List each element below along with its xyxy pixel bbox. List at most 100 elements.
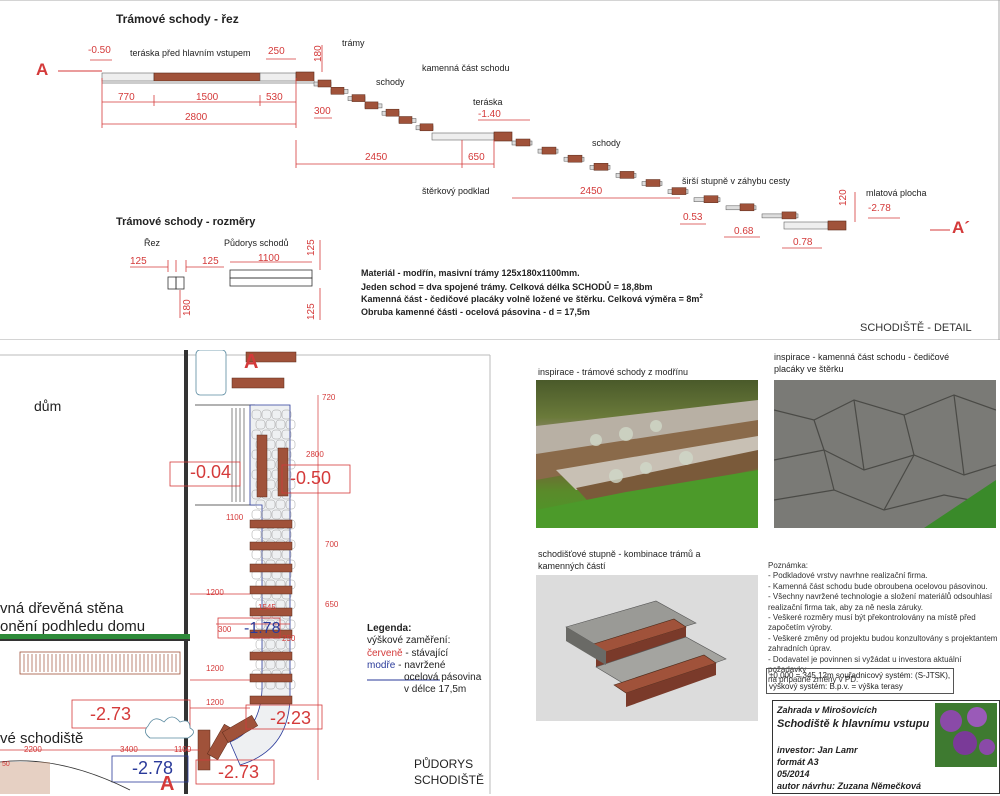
beam-step (567, 154, 583, 163)
note-3b: realizační firma tak, aby za ně nesla zá… (768, 602, 924, 612)
detail-label: SCHODIŠTĚ - DETAIL (860, 322, 972, 334)
plan-wall-label-2: onění podhledu domu (0, 618, 146, 635)
stone-paving-cell (265, 499, 276, 510)
note-stone-part: kamenná část schodu (422, 63, 510, 73)
beam-step (364, 101, 379, 110)
stone-paving-cell (265, 619, 276, 630)
stone-paving-cell (285, 619, 296, 630)
plan-level-2-73-a: -2.73 (90, 704, 132, 724)
stone-paving-cell (255, 419, 266, 430)
plan-dim-1200-b: 1200 (206, 664, 224, 673)
legend-red: červeně - stávající (367, 648, 448, 659)
stone-paving-cell (255, 619, 266, 630)
photo-2-caption-1: inspirace - kamenná část schodu - čedičo… (774, 352, 950, 362)
plan-level-0-50: -0.50 (290, 468, 332, 488)
dim-1100: 1100 (258, 253, 280, 264)
bottom-area (783, 220, 847, 231)
render-step-combination (536, 575, 758, 721)
plank-step (249, 607, 293, 617)
level-top: -0.50 (88, 45, 111, 56)
label-pudorys: Půdorys schodů (224, 238, 289, 248)
stone-paving-cell (251, 529, 262, 540)
plan-stair-label: vé schodiště (0, 730, 84, 747)
note-wide-steps: širší stupně v záhybu cesty (682, 176, 791, 186)
coord-line-2: výškový systém: B.p.v. = výška terasy (769, 682, 903, 691)
material-line-1: Materiál - modřín, masivní trámy 125x180… (361, 268, 580, 278)
stone-paving-cell (271, 509, 282, 520)
label-rez: Řez (144, 238, 161, 248)
beam-step (398, 116, 413, 124)
legend-blue-word: modře (367, 660, 396, 671)
plan-wall-label-1: vná dřevěná stěna (0, 600, 124, 617)
basalt-illustration (774, 380, 996, 528)
photo-3-caption-1: schodišťové stupně - kombinace trámů a (538, 549, 701, 559)
dim-125-d: 125 (306, 303, 317, 320)
dim-180-b: 180 (182, 299, 193, 316)
beam-step (541, 146, 557, 155)
note-6a: - Dodavatel je povinnen si vyžádat u inv… (768, 654, 962, 675)
plan-dim-1200-c: 1200 (206, 698, 224, 707)
beam-step (739, 203, 755, 212)
dim-0-53: 0.53 (683, 212, 703, 223)
lower-stairs (511, 138, 799, 220)
title-author: autor návrhu: Zuzana Němečková (777, 781, 922, 791)
plan-drawing (0, 350, 491, 794)
stone-paving-cell (265, 419, 276, 430)
note-5a: - Veškeré změny od projektu budou konzul… (768, 633, 998, 643)
stone-paving-cell (251, 429, 262, 440)
plan-dim-1200-a: 1200 (206, 588, 224, 597)
dim-650: 650 (468, 152, 485, 163)
plan-level-2-78: -2.78 (132, 758, 174, 778)
dim-0-78: 0.78 (793, 237, 813, 248)
plan-dim-300: 300 (218, 625, 232, 634)
stone-paving-cell (261, 529, 272, 540)
plank-step (221, 714, 259, 744)
dim-2450-a: 2450 (365, 152, 388, 163)
note-terrace-top: teráska před hlavním vstupem (130, 48, 251, 58)
plan-dim-250: 250 (282, 634, 296, 643)
note-terrace-mid: teráska (473, 97, 503, 107)
note-gravel: štěrkový podklad (422, 186, 490, 196)
plan-dim-3400: 3400 (120, 745, 138, 754)
beam-step (671, 187, 687, 195)
note-2: - Kamenná část schodu bude obroubena oce… (768, 581, 988, 591)
stone-paving-cell (251, 409, 262, 420)
note-steps-1: schody (376, 77, 405, 87)
note-3a: - Všechny navržené technologie a složení… (768, 592, 993, 602)
stone-tread (761, 213, 799, 219)
notes-block: Poznámka: - Podkladové vrstvy navrhne re… (768, 561, 1000, 686)
title-investor: investor: Jan Lamr (777, 745, 858, 755)
plan-caption-1: PŮDORYS (414, 757, 474, 771)
plan-dim-1545: 1545 (258, 603, 276, 612)
material-line-4: Obruba kamenné části - ocelová pásovina … (361, 307, 590, 317)
plan-dim-650: 650 (325, 600, 339, 609)
plank-step (249, 563, 293, 573)
plan-dim-1100-b: 1100 (174, 745, 192, 754)
photo-1-caption: inspirace - trámové schody z modřínu (538, 367, 689, 377)
level-bottom: -2.78 (868, 203, 891, 214)
beam-step (317, 79, 332, 88)
stone-paving-cell (265, 639, 276, 650)
stone-paving-cell (275, 619, 286, 630)
dim-0-68: 0.68 (734, 226, 754, 237)
upper-stairs (313, 79, 434, 132)
plank-step (249, 541, 293, 551)
legend-red-rest: - stávající (402, 648, 449, 659)
beam-step (385, 108, 400, 117)
legend-steel-2: v délce 17,5m (404, 684, 467, 695)
stone-paving-cell (281, 529, 292, 540)
coordinate-system-box: ±0,000 = 345,12m souřadnicový systém: (S… (766, 668, 954, 694)
plan-dim-1100-a: 1100 (226, 513, 244, 522)
wooden-steps-illustration (536, 400, 758, 528)
beam-step (593, 163, 609, 171)
allium-illustration (935, 703, 997, 767)
legend-red-word: červeně (367, 648, 403, 659)
stone-paving-cell (275, 639, 286, 650)
photo-3-caption-2: kamenných částí (538, 561, 606, 571)
beam-step (781, 211, 797, 220)
dim-300: 300 (314, 106, 331, 117)
dim-2800: 2800 (185, 112, 208, 123)
title-name: Schodiště k hlavnímu vstupu (777, 718, 930, 730)
notes-title: Poznámka: (768, 561, 809, 570)
plan-dim-50: 50 (2, 761, 10, 768)
